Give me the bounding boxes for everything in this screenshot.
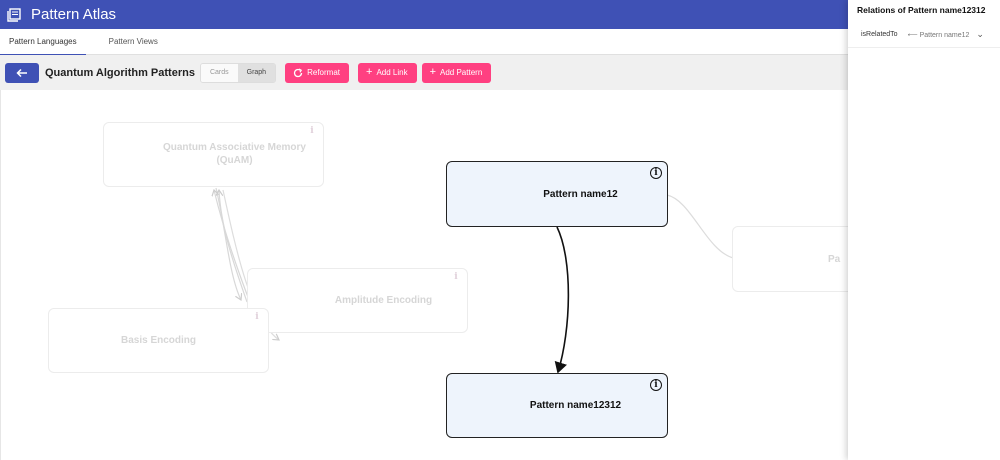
view-toggle: Cards Graph — [199, 62, 277, 83]
pattern-node-label: Pa — [828, 253, 841, 265]
pattern-node-label: Amplitude Encoding — [334, 295, 433, 306]
relations-panel-title: Relations of Pattern name12312 — [857, 5, 986, 15]
plus-icon: + — [366, 66, 373, 78]
pattern-node-pattern-name12[interactable]: i Pattern name12 — [446, 161, 668, 227]
add-pattern-label: Add Pattern — [440, 68, 483, 77]
library-books-icon — [7, 7, 21, 22]
page-title: Quantum Algorithm Patterns — [45, 66, 195, 79]
arrow-left-icon — [16, 68, 27, 77]
back-button[interactable] — [5, 62, 39, 83]
cards-toggle-button[interactable]: Cards — [200, 63, 238, 82]
edge-p12-p12312[interactable] — [554, 226, 570, 374]
main-tabs: Pattern Languages Pattern Views — [0, 29, 848, 56]
pattern-node-label: Quantum Associative Memory (QuAM) — [162, 142, 306, 166]
arrow-left-icon: ⟵ — [907, 31, 918, 39]
edge-p12-partial[interactable] — [666, 194, 734, 259]
tab-pattern-views[interactable]: Pattern Views — [108, 37, 158, 46]
graph-toggle-button[interactable]: Graph — [237, 63, 276, 82]
app-title[interactable]: Pattern Atlas — [31, 6, 117, 23]
info-icon[interactable]: i — [650, 379, 662, 391]
pattern-node-quam[interactable]: i Quantum Associative Memory (QuAM) — [103, 122, 324, 187]
pattern-node-pattern-name12312[interactable]: i Pattern name12312 — [446, 373, 668, 438]
info-icon[interactable]: i — [454, 272, 458, 282]
reformat-button[interactable]: Reformat — [285, 62, 349, 83]
pattern-node-label: Pattern name12312 — [529, 400, 622, 411]
info-icon[interactable]: i — [310, 126, 314, 136]
pattern-node-label: Pattern name12 — [543, 188, 618, 200]
relation-target: ⟵ Pattern name12 — [908, 31, 970, 39]
tab-pattern-languages[interactable]: Pattern Languages — [0, 29, 86, 56]
add-link-label: Add Link — [376, 68, 408, 77]
chevron-down-icon[interactable]: ⌄ — [976, 29, 984, 39]
refresh-icon — [293, 67, 303, 77]
edge-quam-amp[interactable] — [215, 187, 241, 300]
info-icon[interactable]: i — [255, 312, 259, 322]
app-header: Pattern Atlas — [0, 0, 848, 29]
pattern-node-basis-encoding[interactable]: i Basis Encoding — [48, 308, 269, 373]
pattern-node-label: Basis Encoding — [120, 335, 196, 346]
relations-panel: Relations of Pattern name12312 isRelated… — [848, 0, 1000, 460]
info-icon[interactable]: i — [650, 167, 662, 179]
graph-toolbar: Quantum Algorithm Patterns Cards Graph R… — [0, 55, 848, 90]
relation-type: isRelatedTo — [861, 31, 898, 38]
add-pattern-button[interactable]: + Add Pattern — [421, 62, 492, 83]
plus-icon: + — [429, 66, 437, 78]
edge-amp-quam[interactable] — [219, 190, 248, 303]
add-link-button[interactable]: + Add Link — [358, 62, 417, 83]
relation-target-label: Pattern name12 — [919, 31, 970, 39]
graph-canvas[interactable]: i Quantum Associative Memory (QuAM) i Am… — [0, 90, 892, 460]
relation-item[interactable]: isRelatedTo ⟵ Pattern name12 ⌄ — [848, 22, 1000, 48]
pattern-node-amplitude-encoding[interactable]: i Amplitude Encoding — [247, 268, 468, 333]
reformat-label: Reformat — [307, 68, 340, 77]
